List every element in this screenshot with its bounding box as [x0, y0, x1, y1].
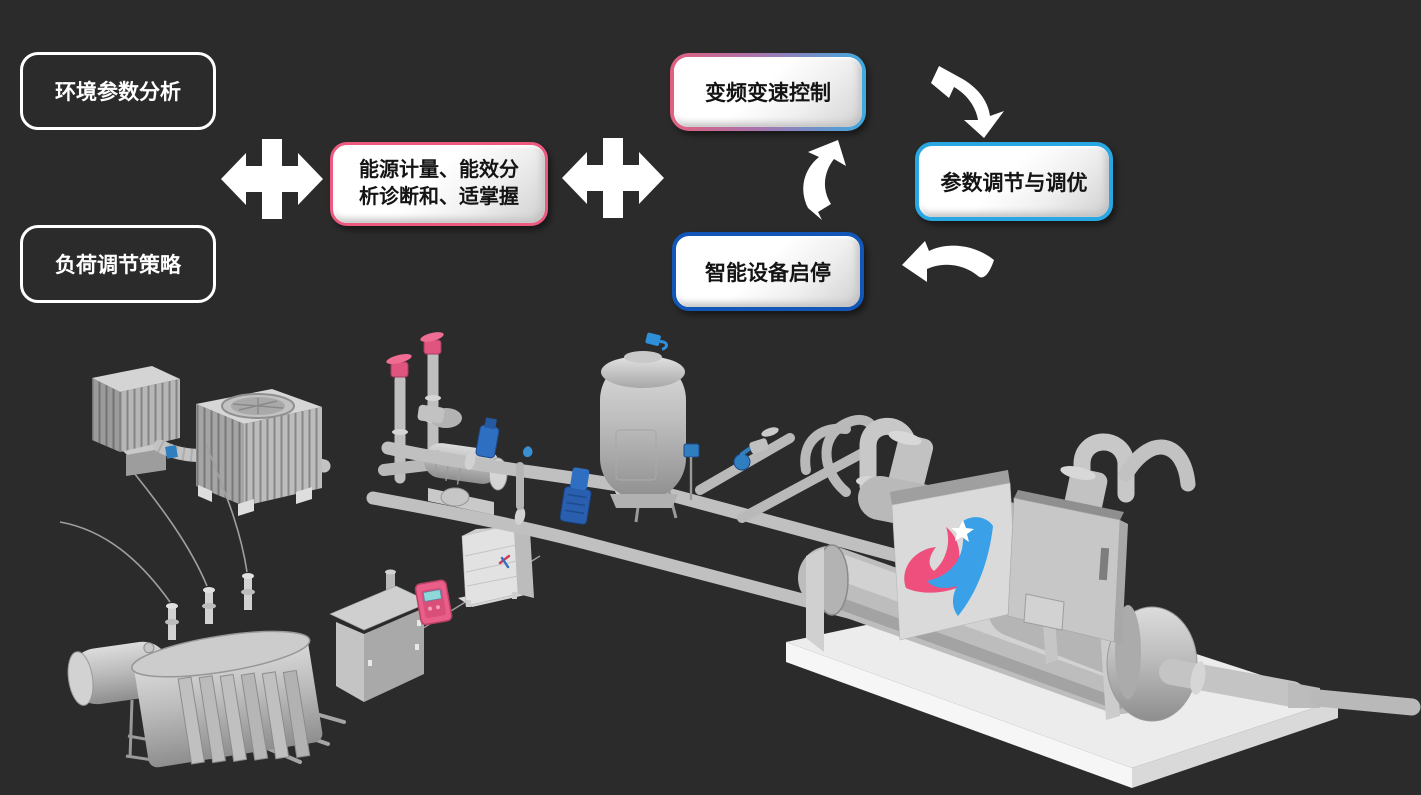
load-adjust-strategy-label: 负荷调节策略 [55, 254, 181, 277]
handheld-meter-3d [414, 579, 453, 626]
parameter-tuning-label: 参数调节与调优 [940, 171, 1088, 195]
pump-and-piping-3d [366, 332, 905, 621]
rooftop-cooling-units-3d [92, 366, 331, 516]
env-parameter-analysis-label: 环境参数分析 [55, 81, 181, 104]
energy-metering-box: 能源计量、能效分 析诊断和、适掌握 [330, 142, 548, 226]
smart-startstop-label: 智能设备启停 [705, 261, 831, 285]
env-parameter-analysis-box: 环境参数分析 [20, 52, 216, 130]
water-cooled-chiller-3d [786, 414, 1421, 788]
control-cabinet-3d [458, 523, 534, 607]
curve-arrow-left-icon [902, 241, 994, 282]
power-transformer-3d [59, 443, 346, 768]
cross-arrow-right-icon [562, 138, 664, 218]
outdoor-junction-box-3d [329, 569, 431, 702]
curve-arrow-down-right-icon [931, 66, 1004, 138]
vfd-control-label: 变频变速控制 [705, 82, 831, 105]
energy-metering-label: 能源计量、能效分 析诊断和、适掌握 [359, 159, 519, 208]
curve-arrow-up-icon [803, 140, 846, 220]
cross-arrow-left-icon [221, 139, 323, 219]
vfd-control-box: 变频变速控制 [670, 53, 866, 131]
parameter-tuning-box: 参数调节与调优 [915, 142, 1113, 221]
load-adjust-strategy-box: 负荷调节策略 [20, 225, 216, 303]
smart-startstop-box: 智能设备启停 [672, 232, 864, 311]
vfd-control-box-inner: 变频变速控制 [674, 57, 862, 127]
expansion-tank-3d [600, 332, 700, 523]
brand-logo [904, 517, 993, 616]
